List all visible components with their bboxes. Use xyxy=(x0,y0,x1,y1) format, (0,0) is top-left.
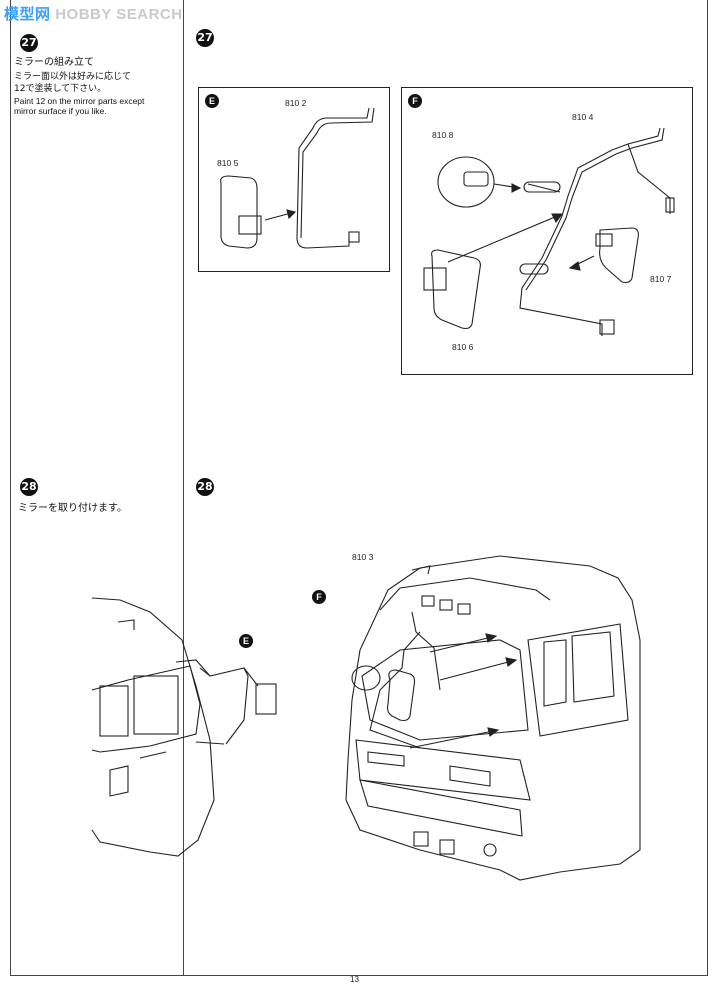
panel-f-drawing xyxy=(423,127,675,336)
frame-right-rule xyxy=(707,0,708,975)
watermark: 模型网 HOBBY SEARCH xyxy=(4,3,183,24)
mirror-title-jp: ミラーの組み立て xyxy=(14,57,94,68)
step-28-text-jp: ミラーを取り付けます。 xyxy=(18,503,127,514)
bottom-rule xyxy=(10,975,708,976)
cab-letter-e: E xyxy=(239,634,253,648)
mirror-note-jp-2: 12で塗装して下さい。 xyxy=(14,84,107,94)
panel-f: F 810 4 810 8 810 7 810 6 xyxy=(401,87,693,375)
step-badge-28-left: 28 xyxy=(20,478,38,496)
part-label-right-mirror: 810 7 xyxy=(650,274,672,284)
panel-f-letter: F xyxy=(408,94,422,108)
part-label-arm: 810 2 xyxy=(285,98,307,108)
watermark-brand: HOBBY SEARCH xyxy=(55,6,183,23)
step-badge-28-right: 28 xyxy=(196,478,214,496)
part-label-frame: 810 4 xyxy=(572,112,594,122)
step-badge-27: 27 xyxy=(196,29,214,47)
panel-e-drawing xyxy=(220,107,375,249)
column-divider xyxy=(183,0,184,975)
panel-e: E 810 2 810 5 xyxy=(198,87,390,272)
page-number: 13 xyxy=(350,975,359,984)
mirror-note-jp-1: ミラー面以外は好みに応じて xyxy=(14,72,132,82)
watermark-logo: 模型网 xyxy=(4,6,51,23)
mirror-note-en-2: mirror surface if you like. xyxy=(14,106,107,116)
step-badge-mirror: 27 xyxy=(20,34,38,52)
part-label-left-mirror: 810 6 xyxy=(452,342,474,352)
frame-left-rule xyxy=(10,0,11,975)
part-label-mirror-e: 810 5 xyxy=(217,158,239,168)
panel-e-letter: E xyxy=(205,94,219,108)
mirror-note-en-1: Paint 12 on the mirror parts except xyxy=(14,96,145,106)
part-label-small-mirror: 810 8 xyxy=(432,130,454,140)
part-label-810-3: 810 3 xyxy=(352,552,374,562)
cab-letter-f: F xyxy=(312,590,326,604)
